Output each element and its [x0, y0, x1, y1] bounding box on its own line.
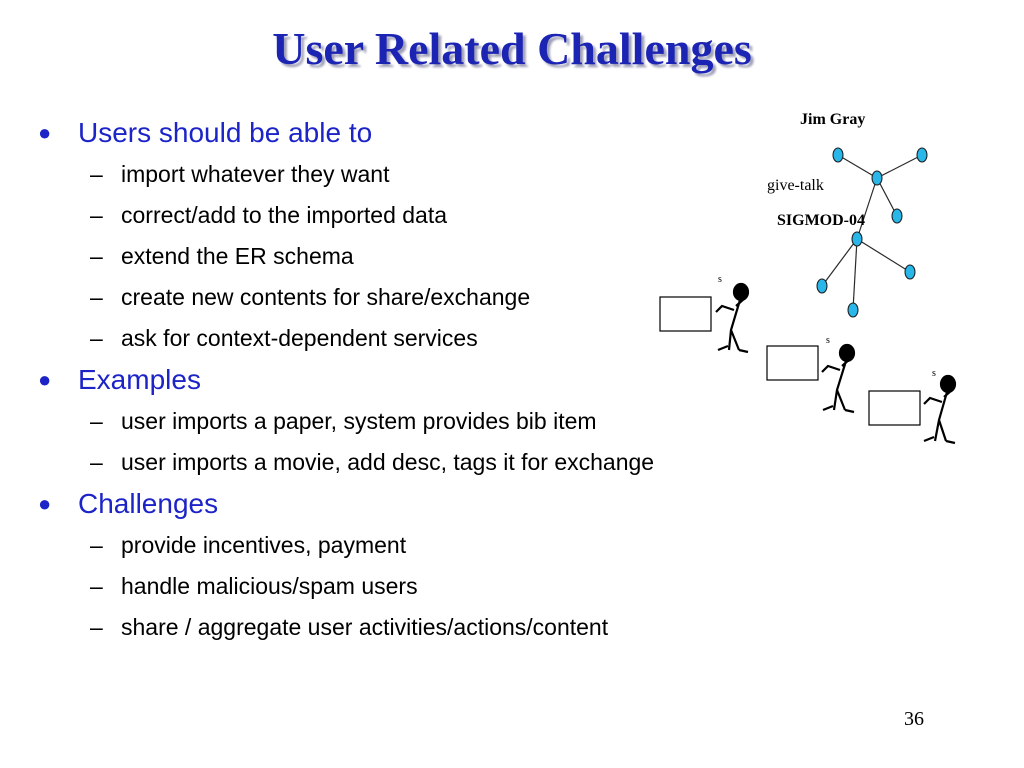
- list-item: –share / aggregate user activities/actio…: [38, 607, 798, 648]
- list-item: –user imports a movie, add desc, tags it…: [38, 442, 798, 483]
- item-text: handle malicious/spam users: [121, 573, 418, 599]
- list-item: –create new contents for share/exchange: [38, 277, 798, 318]
- graph-node: [871, 170, 883, 186]
- item-text: user imports a paper, system provides bi…: [121, 408, 597, 434]
- graph-nodes: [816, 147, 928, 318]
- dash-icon: –: [90, 161, 103, 187]
- svg-text:s: s: [826, 335, 830, 346]
- graph-node: [916, 147, 928, 163]
- item-text: share / aggregate user activities/action…: [121, 614, 609, 640]
- dash-icon: –: [90, 284, 103, 310]
- bullet-icon: ●: [38, 367, 52, 392]
- dash-icon: –: [90, 573, 103, 599]
- section-heading-examples: ● Examples: [38, 359, 798, 401]
- list-item: –handle malicious/spam users: [38, 566, 798, 607]
- graph-label-top: Jim Gray: [800, 111, 866, 128]
- bullet-icon: ●: [38, 120, 52, 145]
- dash-icon: –: [90, 408, 103, 434]
- list-item: –user imports a paper, system provides b…: [38, 401, 798, 442]
- item-text: user imports a movie, add desc, tags it …: [121, 449, 655, 475]
- graph-edges: [821, 154, 923, 311]
- graph-node: [904, 264, 916, 280]
- thinking-person-icon: s: [659, 274, 750, 354]
- dash-icon: –: [90, 614, 103, 640]
- bullet-icon: ●: [38, 491, 52, 516]
- item-text: ask for context-dependent services: [121, 325, 478, 351]
- dash-icon: –: [90, 243, 103, 269]
- graph-node: [816, 278, 828, 294]
- item-text: import whatever they want: [121, 161, 390, 187]
- graph-node: [832, 147, 844, 163]
- thinking-person-icon: s: [766, 335, 856, 414]
- graph-node: [851, 231, 863, 247]
- section-heading-users: ● Users should be able to: [38, 112, 798, 154]
- heading-text: Challenges: [78, 488, 219, 519]
- list-item: –ask for context-dependent services: [38, 318, 798, 359]
- heading-text: Users should be able to: [78, 117, 373, 148]
- dash-icon: –: [90, 449, 103, 475]
- bullet-list: ● Users should be able to –import whatev…: [38, 112, 798, 648]
- graph-node: [847, 302, 859, 318]
- item-text: extend the ER schema: [121, 243, 354, 269]
- list-item: –correct/add to the imported data: [38, 195, 798, 236]
- svg-text:s: s: [932, 368, 936, 379]
- graph-node: [891, 208, 903, 224]
- list-item: –extend the ER schema: [38, 236, 798, 277]
- thinking-person-icon: s: [868, 368, 957, 445]
- section-heading-challenges: ● Challenges: [38, 483, 798, 525]
- page-number: 36: [904, 708, 924, 730]
- graph-label-bottom: SIGMOD-04: [777, 212, 865, 229]
- item-text: provide incentives, payment: [121, 532, 407, 558]
- dash-icon: –: [90, 532, 103, 558]
- item-text: create new contents for share/exchange: [121, 284, 531, 310]
- list-item: –import whatever they want: [38, 154, 798, 195]
- slide-title: User Related Challenges: [272, 23, 752, 74]
- dash-icon: –: [90, 325, 103, 351]
- svg-text:s: s: [718, 274, 722, 285]
- heading-text: Examples: [78, 364, 201, 395]
- list-item: –provide incentives, payment: [38, 525, 798, 566]
- dash-icon: –: [90, 202, 103, 228]
- item-text: correct/add to the imported data: [121, 202, 448, 228]
- graph-label-edge: give-talk: [767, 177, 824, 194]
